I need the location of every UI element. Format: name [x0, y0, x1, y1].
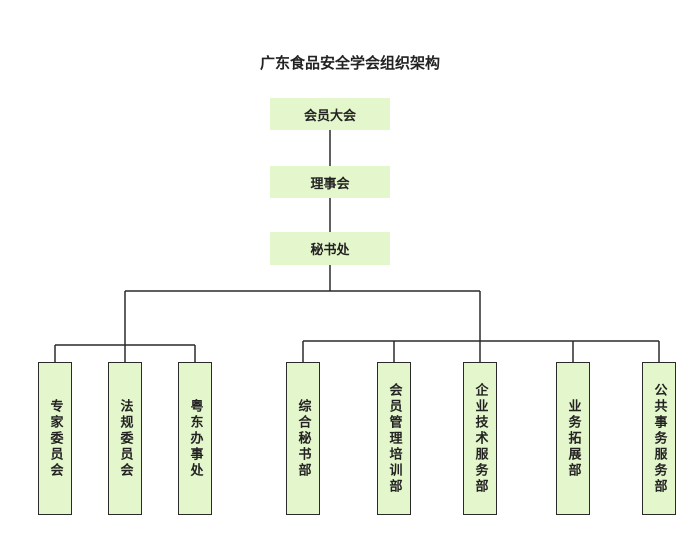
- node-general-assembly: 会员大会: [270, 98, 390, 130]
- node-east-guangdong-office: 粤东办事处: [178, 362, 212, 515]
- node-council: 理事会: [270, 166, 390, 198]
- node-member-training-dept: 会员管理培训部: [377, 362, 411, 515]
- node-secretariat: 秘书处: [270, 232, 390, 265]
- chart-title: 广东食品安全学会组织架构: [259, 54, 440, 72]
- node-expert-committee: 专家委员会: [38, 362, 72, 515]
- node-public-affairs-dept: 公共事务服务部: [642, 362, 676, 515]
- node-tech-service-dept: 企业技术服务部: [463, 362, 497, 515]
- node-general-secretary-dept: 综合秘书部: [286, 362, 320, 515]
- node-regulation-committee: 法规委员会: [108, 362, 142, 515]
- node-business-dev-dept: 业务拓展部: [556, 362, 590, 515]
